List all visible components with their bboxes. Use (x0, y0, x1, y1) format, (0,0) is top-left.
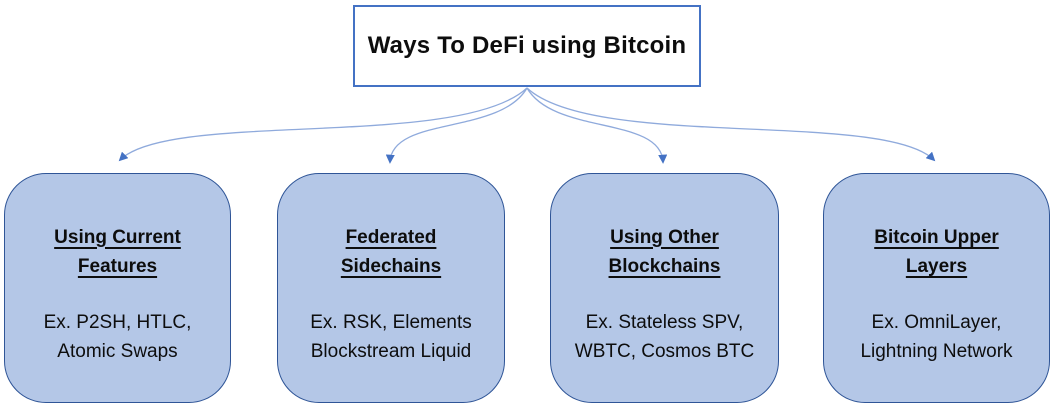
category-box-using-current-features: Using Current Features Ex. P2SH, HTLC, A… (4, 173, 231, 403)
category-heading: Bitcoin Upper Layers (874, 226, 999, 277)
category-box-using-other-blockchains: Using Other Blockchains Ex. Stateless SP… (550, 173, 779, 403)
category-heading: Using Other Blockchains (608, 226, 721, 277)
category-examples: Ex. RSK, Elements Blockstream Liquid (310, 311, 472, 362)
arrow-to-using-current-features (118, 87, 528, 162)
title-box: Ways To DeFi using Bitcoin (353, 5, 701, 87)
category-heading: Federated Sidechains (340, 226, 442, 277)
diagram-title: Ways To DeFi using Bitcoin (367, 32, 687, 59)
arrow-to-bitcoin-upper-layers (526, 87, 936, 162)
arrow-to-federated-sidechains (385, 87, 528, 164)
category-heading: Using Current Features (54, 226, 181, 277)
arrow-to-using-other-blockchains (526, 87, 668, 164)
category-box-federated-sidechains: Federated Sidechains Ex. RSK, Elements B… (277, 173, 505, 403)
category-examples: Ex. OmniLayer, Lightning Network (860, 311, 1013, 362)
category-box-bitcoin-upper-layers: Bitcoin Upper Layers Ex. OmniLayer, Ligh… (823, 173, 1050, 403)
category-examples: Ex. P2SH, HTLC, Atomic Swaps (43, 311, 192, 362)
category-examples: Ex. Stateless SPV, WBTC, Cosmos BTC (574, 311, 755, 362)
